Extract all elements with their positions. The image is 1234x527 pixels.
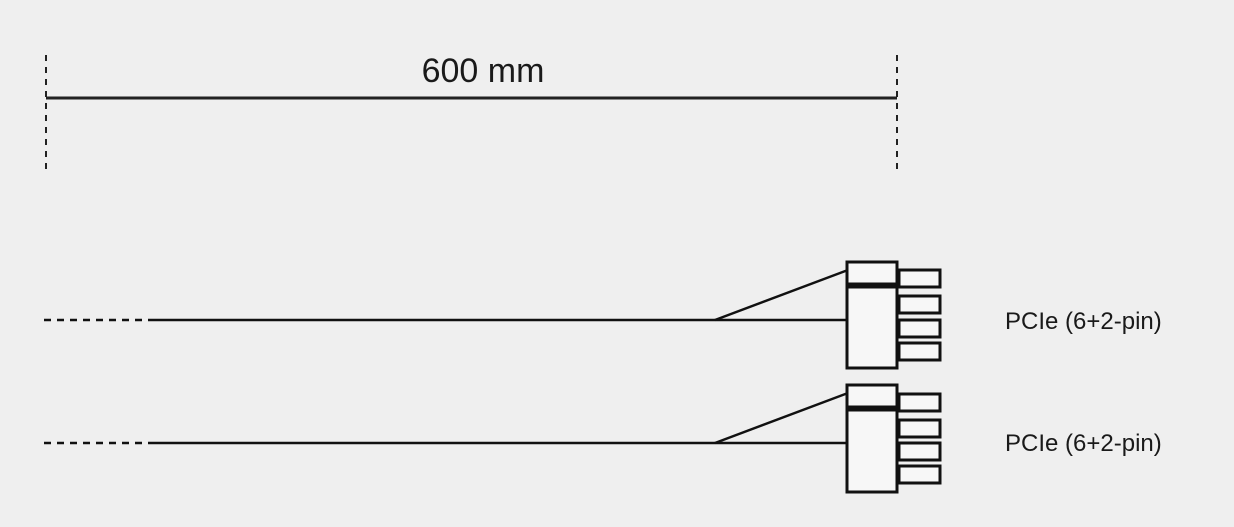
connector-1-2pin-body — [845, 260, 899, 286]
connector-2-pin — [897, 392, 942, 413]
connector-2-pin — [897, 441, 942, 462]
connector-1-pin — [897, 268, 942, 289]
connector-1-label: PCIe (6+2-pin) — [1005, 308, 1162, 335]
dimension-label: 600 mm — [422, 52, 545, 90]
connector-2-pin — [897, 418, 942, 439]
connector-1-pin — [897, 294, 942, 315]
connector-2-label: PCIe (6+2-pin) — [1005, 430, 1162, 457]
connector-2-pin — [897, 464, 942, 485]
connector-1-pin — [897, 341, 942, 362]
connector-2-6pin-body — [845, 408, 899, 494]
connector-2-2pin-body — [845, 383, 899, 409]
cable-1-branch-wire — [714, 268, 849, 322]
connector-1-pin — [897, 318, 942, 339]
length-dimension — [45, 55, 898, 175]
cable-1 — [44, 268, 849, 322]
cable-2-branch-wire — [714, 391, 849, 445]
connector-2 — [845, 383, 942, 494]
connector-1 — [845, 260, 942, 370]
connector-1-6pin-body — [845, 285, 899, 370]
cable-2 — [44, 391, 849, 445]
